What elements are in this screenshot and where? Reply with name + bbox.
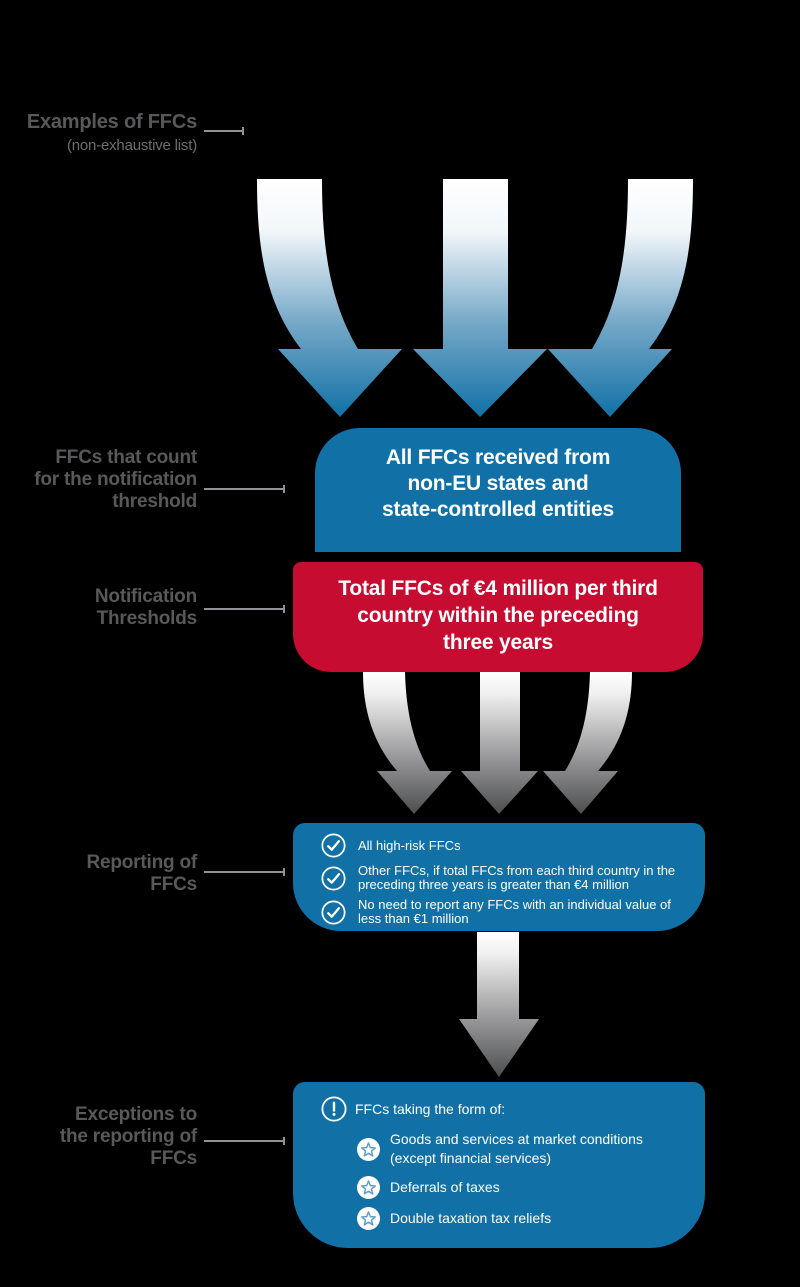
label-line: Exceptions to <box>75 1104 197 1125</box>
box-text-line: country within the preceding <box>357 604 639 627</box>
exceptions-heading: FFCs taking the form of: <box>321 1096 691 1122</box>
label-examples-of-ffcs: Examples of FFCs (non-exhaustive list) <box>27 111 197 156</box>
label-examples-title: Examples of FFCs <box>26 111 197 133</box>
exceptions-item: Double taxation tax reliefs <box>357 1207 691 1230</box>
exceptions-item-text: Deferrals of taxes <box>390 1179 500 1195</box>
connector-line <box>204 127 244 135</box>
box-all-ffcs-received: All FFCs received from non-EU states and… <box>315 428 681 552</box>
connector-line <box>204 605 285 613</box>
box-exceptions-to-reporting: FFCs taking the form of: Goods and servi… <box>293 1082 705 1248</box>
label-exceptions-to-reporting: Exceptions to the reporting of FFCs <box>60 1104 197 1170</box>
gray-arrow-right-icon <box>543 672 632 814</box>
label-notification-thresholds: Notification Thresholds <box>95 586 197 630</box>
connector-line <box>204 868 285 876</box>
check-circle-icon <box>321 865 346 891</box>
label-reporting-of-ffcs: Reporting of FFCs <box>86 852 197 896</box>
reporting-item-text: No need to report any FFCs with an indiv… <box>358 897 671 926</box>
check-circle-icon <box>321 899 346 925</box>
label-line: Thresholds <box>96 608 198 629</box>
exclamation-circle-icon <box>321 1096 347 1122</box>
reporting-item-text: All high-risk FFCs <box>358 837 461 853</box>
star-circle-icon <box>357 1176 380 1199</box>
box-text-line: three years <box>443 631 553 654</box>
gray-arrow-bottom-icon <box>459 932 539 1077</box>
box-text-line: All FFCs received from <box>385 446 611 469</box>
label-ffcs-that-count: FFCs that count for the notification thr… <box>34 447 197 513</box>
gray-arrow-left-icon <box>363 672 452 814</box>
reporting-item: No need to report any FFCs with an indiv… <box>321 898 695 926</box>
label-line: Notification <box>94 586 197 607</box>
label-line: threshold <box>112 491 197 512</box>
exceptions-item-text: Goods and services at market conditions … <box>390 1131 643 1166</box>
label-line: the reporting of <box>59 1126 197 1147</box>
exceptions-items: Goods and services at market conditions … <box>357 1130 691 1230</box>
label-line: FFCs <box>150 1148 197 1169</box>
label-examples-subtitle: (non-exhaustive list) <box>66 137 197 154</box>
reporting-item: All high-risk FFCs <box>321 833 695 858</box>
star-circle-icon <box>357 1207 380 1230</box>
exceptions-heading-text: FFCs taking the form of: <box>355 1101 506 1117</box>
exceptions-item: Deferrals of taxes <box>357 1176 691 1199</box>
box-text-line: non-EU states and <box>407 472 589 495</box>
label-line: FFCs that count <box>55 447 197 468</box>
connector-line <box>204 485 285 493</box>
box-text-line: Total FFCs of €4 million per third <box>338 577 658 600</box>
blue-arrow-left-icon <box>257 179 402 417</box>
box-notification-threshold: Total FFCs of €4 million per third count… <box>293 562 703 672</box>
label-line: FFCs <box>150 874 197 895</box>
gray-arrow-middle-icon <box>461 672 538 814</box>
exceptions-item: Goods and services at market conditions … <box>357 1130 691 1168</box>
label-line: for the notification <box>34 469 197 490</box>
blue-arrow-right-icon <box>548 179 693 417</box>
reporting-item: Other FFCs, if total FFCs from each thir… <box>321 864 695 892</box>
label-line: Reporting of <box>86 852 197 873</box>
exceptions-item-text: Double taxation tax reliefs <box>390 1210 552 1226</box>
box-reporting-of-ffcs: All high-risk FFCs Other FFCs, if total … <box>293 823 705 931</box>
check-circle-icon <box>321 833 346 858</box>
box-text-line: state-controlled entities <box>382 498 614 521</box>
reporting-item-text: Other FFCs, if total FFCs from each thir… <box>358 863 676 892</box>
connector-line <box>204 1137 285 1145</box>
star-circle-icon <box>357 1137 380 1161</box>
blue-arrow-middle-icon <box>413 179 547 417</box>
